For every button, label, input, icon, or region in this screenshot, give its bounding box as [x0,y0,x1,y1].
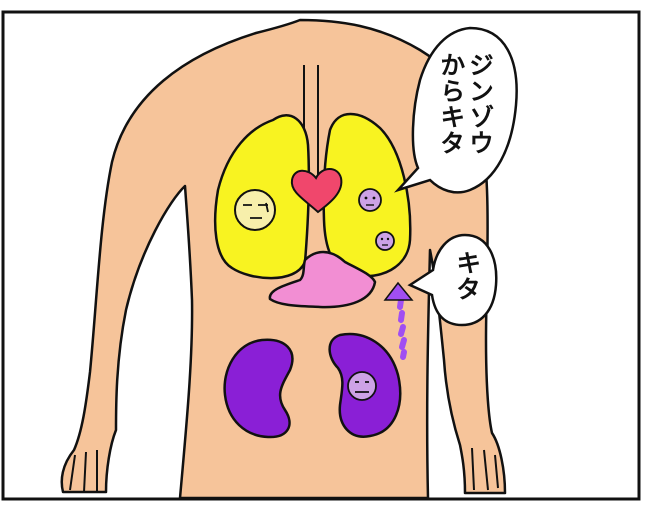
right-lung-face-2 [375,231,395,251]
upward-arrow [383,281,414,360]
speech-bubble-upper-text: ジンゾウ からキタ [436,52,495,192]
speech-line-1: ジンゾウ [465,52,495,156]
right-lung-face-1 [358,188,382,212]
left-lung-face [234,189,276,231]
speech-bubble-lower [407,233,498,327]
speech-bubble-upper [393,26,518,194]
right-kidney-face [347,371,377,401]
stomach [268,250,377,309]
heart [290,168,343,214]
left-kidney [223,338,294,439]
speech-bubble-lower-text: キタ [452,250,482,302]
speech-line-2: からキタ [436,52,466,156]
right-hand-fingers [471,447,499,491]
left-hand-fingers [69,450,98,493]
